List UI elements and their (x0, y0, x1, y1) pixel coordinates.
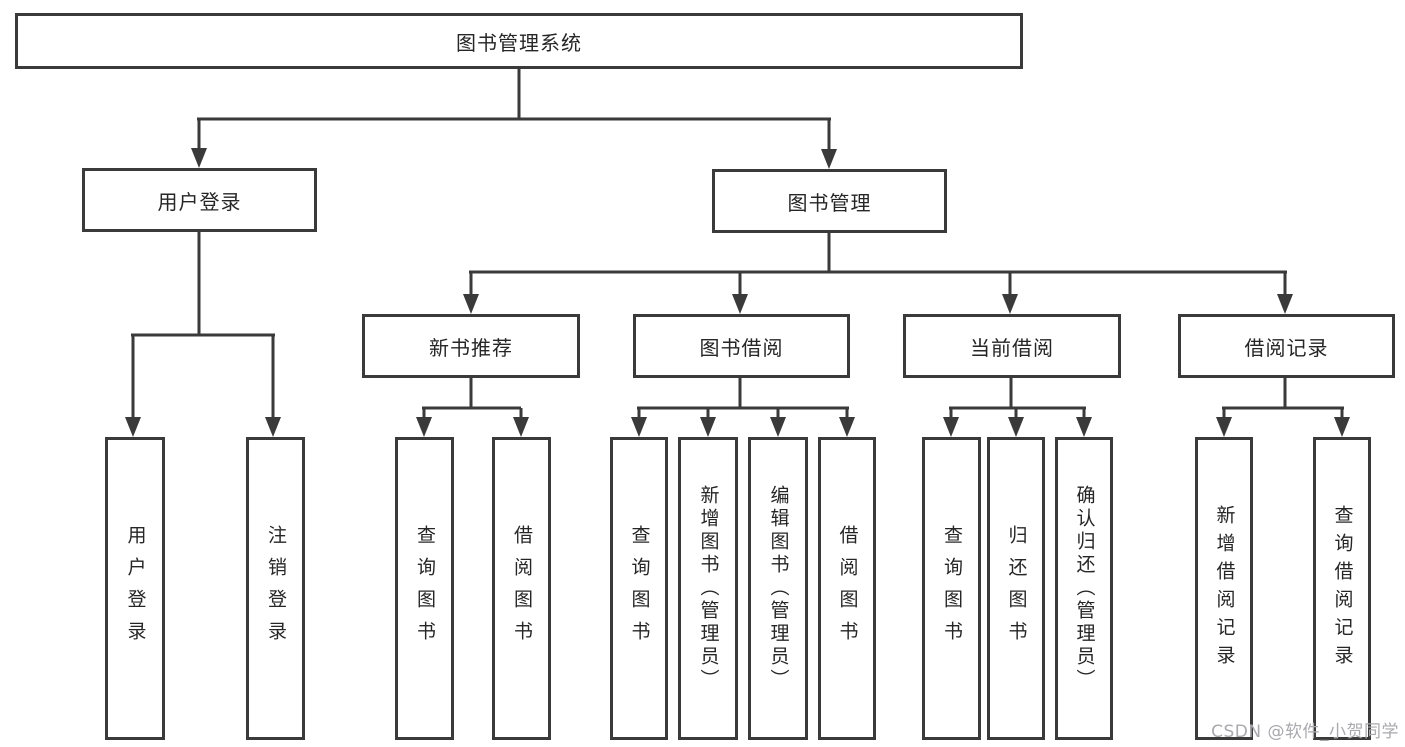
connector-book-mgmt-split (469, 233, 1287, 296)
node-book-management: 图书管理 (712, 169, 947, 233)
arrow-leaf-nb-borrow (513, 417, 529, 437)
arrow-leaf-nb-query (416, 417, 432, 437)
leaf-record-add-borrow-record-label: 新增借阅记录 (1213, 504, 1236, 673)
arrow-user-login (191, 148, 207, 168)
leaf-current-confirm-return-admin-label: 确认归还（管理员） (1073, 485, 1096, 692)
leaf-recommend-query-books-label: 查询图书 (414, 524, 436, 653)
leaf-record-add-borrow-record: 新增借阅记录 (1195, 437, 1253, 740)
arrow-leaf-cur-query (943, 417, 959, 437)
leaf-recommend-borrow-books-label: 借阅图书 (511, 524, 533, 653)
leaf-current-return-books-label: 归还图书 (1005, 524, 1028, 653)
node-user-login: 用户登录 (82, 168, 317, 232)
arrow-book-mgmt (821, 149, 837, 169)
node-current-borrow-label: 当前借阅 (970, 335, 1054, 360)
leaf-borrow-add-books-admin: 新增图书（管理员） (678, 437, 738, 740)
arrow-new-book (463, 294, 479, 314)
leaf-user-login-label: 用户登录 (124, 524, 147, 653)
arrow-leaf-bw-query (631, 417, 647, 437)
arrow-leaf-cur-confirm (1076, 417, 1092, 437)
leaf-current-query-books: 查询图书 (922, 437, 981, 740)
leaf-recommend-borrow-books: 借阅图书 (492, 437, 551, 740)
leaf-borrow-edit-books-admin: 编辑图书（管理员） (748, 437, 808, 740)
arrow-leaf-bw-borrow (839, 417, 855, 437)
leaf-logout: 注销登录 (246, 437, 305, 740)
connector-new-book-split (422, 378, 523, 419)
csdn-watermark: CSDN @软件_小贺同学 (1211, 722, 1399, 742)
arrow-leaf-logout (265, 417, 281, 437)
node-book-borrow: 图书借阅 (633, 314, 850, 378)
arrow-current (1002, 294, 1018, 314)
node-user-login-label: 用户登录 (157, 189, 242, 214)
leaf-user-login: 用户登录 (105, 437, 165, 740)
root-node-library-management-system: 图书管理系统 (15, 13, 1023, 69)
leaf-current-return-books: 归还图书 (987, 437, 1045, 740)
node-book-borrow-label: 图书借阅 (699, 335, 784, 360)
leaf-record-query-borrow-record-label: 查询借阅记录 (1331, 504, 1354, 673)
arrow-record (1277, 294, 1293, 314)
arrow-leaf-rec-query (1334, 417, 1350, 437)
arrow-leaf-cur-return (1008, 417, 1024, 437)
connector-root-split (197, 69, 831, 151)
leaf-borrow-borrow-books: 借阅图书 (818, 437, 876, 740)
node-borrow-record: 借阅记录 (1178, 314, 1395, 378)
arrow-leaf-bw-edit (770, 417, 786, 437)
leaf-borrow-edit-books-admin-label: 编辑图书（管理员） (767, 485, 790, 692)
node-borrow-record-label: 借阅记录 (1244, 335, 1329, 360)
connector-record-split (1222, 378, 1344, 419)
arrow-borrow (732, 294, 748, 314)
arrow-leaf-rec-add (1216, 417, 1232, 437)
leaf-borrow-query-books-label: 查询图书 (628, 524, 651, 653)
arrow-leaf-user-login (125, 417, 141, 437)
node-current-borrow: 当前借阅 (903, 314, 1121, 378)
root-node-label: 图书管理系统 (456, 30, 582, 55)
leaf-current-query-books-label: 查询图书 (941, 524, 963, 653)
connector-user-login-split (131, 232, 275, 419)
connector-borrow-split (637, 378, 849, 419)
connector-current-split (949, 378, 1086, 419)
leaf-current-confirm-return-admin: 确认归还（管理员） (1055, 437, 1113, 740)
node-new-book-recommend-label: 新书推荐 (429, 335, 513, 360)
node-new-book-recommend: 新书推荐 (362, 314, 580, 378)
leaf-record-query-borrow-record: 查询借阅记录 (1313, 437, 1371, 740)
arrow-leaf-bw-add (700, 417, 716, 437)
node-book-management-label: 图书管理 (787, 190, 872, 215)
leaf-borrow-query-books: 查询图书 (610, 437, 668, 740)
leaf-logout-label: 注销登录 (265, 524, 287, 653)
leaf-recommend-query-books: 查询图书 (395, 437, 454, 740)
leaf-borrow-borrow-books-label: 借阅图书 (836, 524, 859, 653)
leaf-borrow-add-books-admin-label: 新增图书（管理员） (697, 485, 720, 692)
